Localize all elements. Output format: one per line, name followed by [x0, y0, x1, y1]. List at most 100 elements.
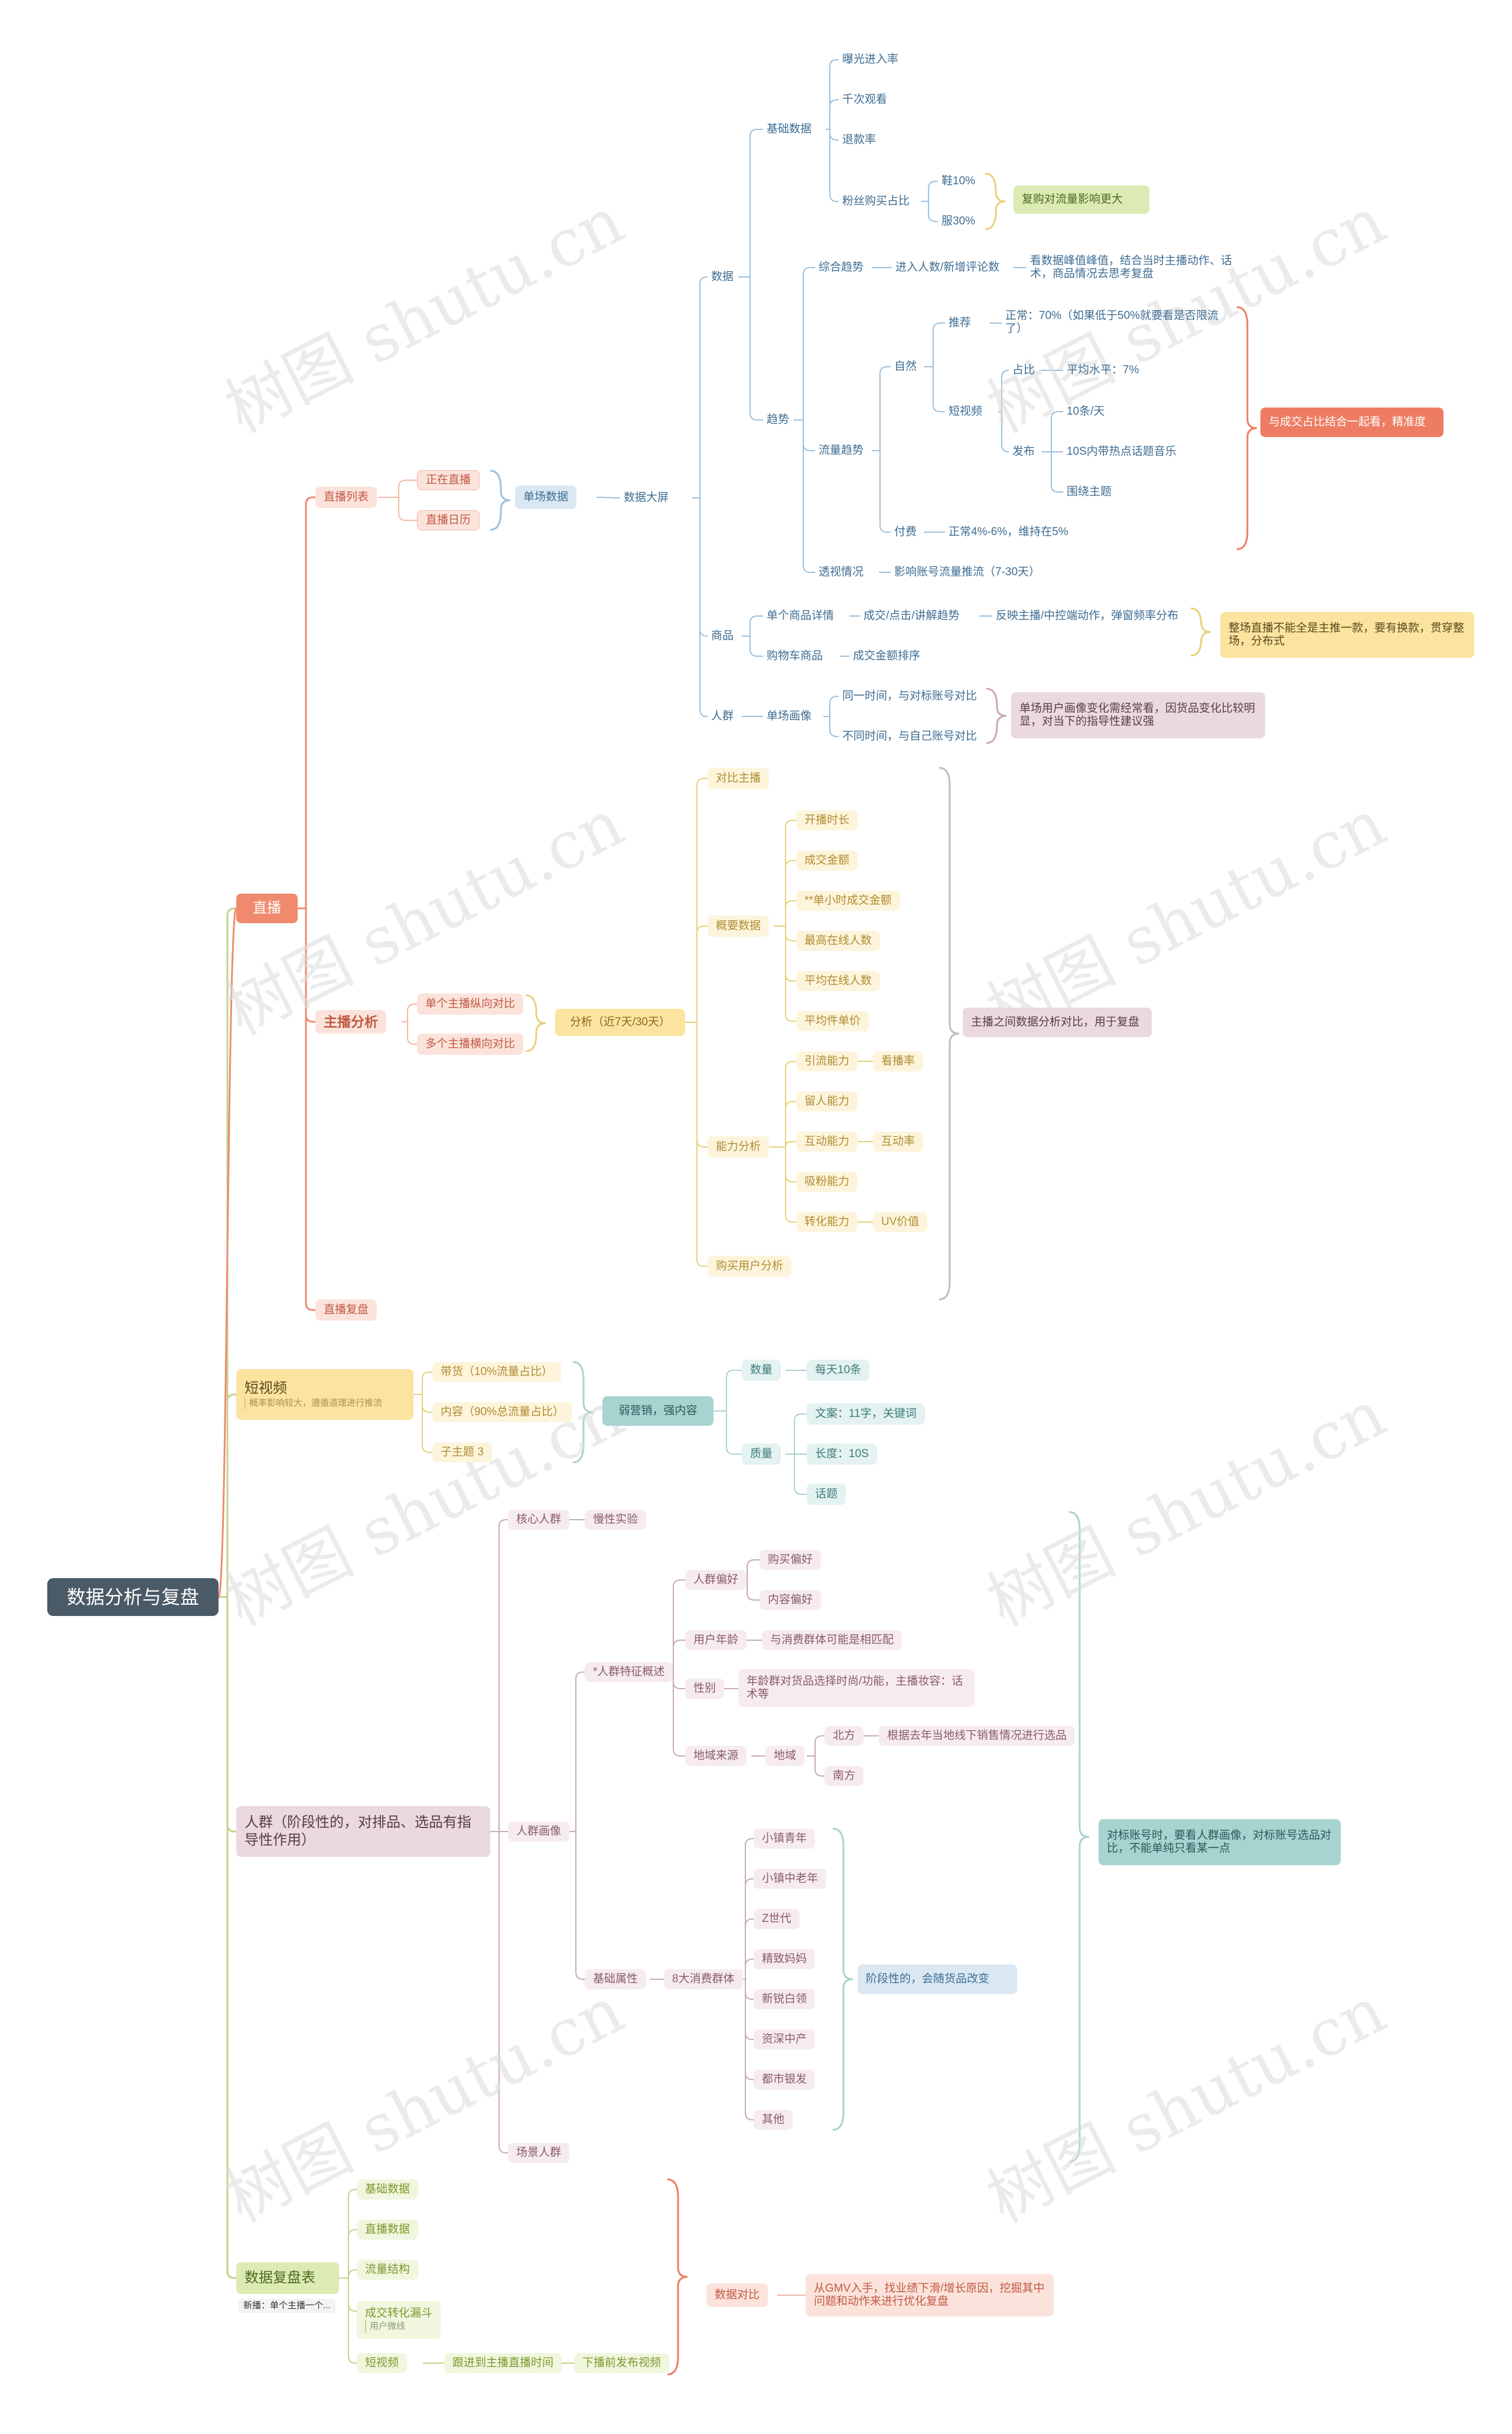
node-quality[interactable]: 质量 — [742, 1444, 781, 1465]
node-count[interactable]: 数量 — [742, 1360, 781, 1381]
node-review-item[interactable]: 基础数据 — [357, 2179, 419, 2200]
node-review-table[interactable]: 数据复盘表 — [236, 2262, 339, 2294]
node-group-item[interactable]: 小镇中老年 — [754, 1869, 827, 1889]
node-paid[interactable]: 付费 — [894, 526, 917, 538]
node-group-item[interactable]: 其他 — [754, 2110, 793, 2130]
node-review-video[interactable]: 短视频 — [357, 2353, 408, 2373]
node-ab-note[interactable]: 看播率 — [873, 1051, 924, 1071]
node-group-item[interactable]: 新锐白领 — [754, 1989, 816, 2009]
node-diff-time[interactable]: 不同时间，与自己账号对比 — [842, 730, 977, 742]
node-ab-item[interactable]: 引流能力 — [796, 1051, 858, 1071]
node-north-note[interactable]: 根据去年当地线下销售情况进行选品 — [879, 1726, 1076, 1746]
node-scene-crowd[interactable]: 场景人群 — [508, 2143, 570, 2163]
node-anchor-analysis[interactable]: 主播分析 — [315, 1010, 386, 1034]
node-review-item[interactable]: 直播数据 — [357, 2220, 419, 2240]
node-kview[interactable]: 千次观看 — [842, 93, 888, 106]
node-amount-rank[interactable]: 成交金额排序 — [853, 650, 921, 662]
node-region[interactable]: 地域 — [765, 1746, 805, 1766]
node-deal-trend[interactable]: 成交/点击/讲解趋势 — [863, 610, 960, 622]
node-gender[interactable]: 性别 — [685, 1679, 725, 1699]
node-pre-publish[interactable]: 下播前发布视频 — [574, 2353, 670, 2373]
node-data-compare[interactable]: 数据对比 — [706, 2283, 768, 2307]
node-core-crowd[interactable]: 核心人群 — [508, 1510, 570, 1530]
node-same-time[interactable]: 同一时间，与对标账号对比 — [842, 690, 977, 702]
node-ability[interactable]: 能力分析 — [708, 1136, 770, 1158]
node-flow-trend[interactable]: 流量趋势 — [819, 444, 864, 457]
node-topic[interactable]: 话题 — [807, 1484, 846, 1505]
node-age-note[interactable]: 与消费群体可能是相匹配 — [762, 1630, 902, 1650]
node-crowd-pref[interactable]: 人群偏好 — [685, 1570, 747, 1590]
node-follow-time[interactable]: 跟进到主播直播时间 — [444, 2353, 562, 2373]
node-ov-item[interactable]: 平均件单价 — [796, 1011, 869, 1031]
node-live-crowd[interactable]: 人群 — [711, 710, 734, 722]
node-group-item[interactable]: Z世代 — [754, 1909, 800, 1929]
node-enter-note[interactable]: 看数据峰值峰值，结合当时主播动作、话术，商品情况去思考复盘 — [1030, 255, 1233, 280]
node-buy-pref[interactable]: 购买偏好 — [760, 1550, 822, 1570]
node-weak-marketing[interactable]: 弱营销，强内容 — [602, 1396, 713, 1426]
node-data-screen[interactable]: 数据大屏 — [624, 491, 669, 504]
node-per-day[interactable]: 10条/天 — [1067, 405, 1105, 418]
node-north[interactable]: 北方 — [825, 1726, 864, 1746]
node-goods-video[interactable]: 带货（10%流量占比） — [432, 1362, 562, 1382]
node-crowd-note[interactable]: 单场用户画像变化需经常看，因货品变化比较明显，对当下的指导性建议强 — [1011, 692, 1265, 738]
node-ab-item[interactable]: 留人能力 — [796, 1091, 858, 1112]
node-live-now[interactable]: 正在直播 — [417, 470, 480, 490]
node-reflect[interactable]: 反映主播/中控端动作，弹窗频率分布 — [996, 610, 1179, 622]
node-crowd-feature[interactable]: *人群特征概述 — [585, 1662, 673, 1682]
node-text[interactable]: 文案：11字，关键词 — [807, 1403, 925, 1425]
node-ov-item[interactable]: 成交金额 — [796, 851, 858, 871]
node-data[interactable]: 数据 — [711, 271, 734, 283]
node-buyer-analysis[interactable]: 购买用户分析 — [708, 1256, 792, 1277]
node-fans-ratio[interactable]: 粉丝购买占比 — [842, 195, 910, 207]
node-group-item[interactable]: 精致妈妈 — [754, 1949, 816, 1969]
node-anchor-note[interactable]: 主播之间数据分析对比，用于复盘 — [963, 1008, 1152, 1037]
node-ov-item[interactable]: 最高在线人数 — [796, 931, 881, 951]
node-user-age[interactable]: 用户年龄 — [685, 1630, 747, 1650]
node-south[interactable]: 南方 — [825, 1766, 864, 1786]
node-group-item[interactable]: 都市银发 — [754, 2070, 816, 2090]
node-ov-item[interactable]: 开播时长 — [796, 810, 858, 830]
node-ab-note[interactable]: UV价值 — [873, 1212, 928, 1232]
node-basic-attr[interactable]: 基础属性 — [585, 1969, 647, 1989]
node-overview-data[interactable]: 概要数据 — [708, 915, 770, 937]
node-slow-test[interactable]: 慢性实验 — [585, 1510, 647, 1530]
node-natural[interactable]: 自然 — [894, 360, 917, 373]
node-anchor-vertical[interactable]: 单个主播纵向对比 — [417, 993, 524, 1015]
node-gender-note[interactable]: 年龄群对货品选择时尚/功能，主播妆容：话术等 — [738, 1669, 975, 1707]
node-goods-note[interactable]: 整场直播不能全是主推一款，要有换款，贯穿整场，分布式 — [1220, 612, 1474, 658]
node-enter-count[interactable]: 进入人数/新增评论数 — [895, 261, 1000, 273]
node-penetrate[interactable]: 透视情况 — [819, 566, 864, 578]
node-live[interactable]: 直播 — [236, 894, 298, 923]
node-funnel[interactable]: 成交转化漏斗 用户微线 — [357, 2301, 441, 2339]
node-single-data[interactable]: 单场数据 — [515, 486, 577, 509]
node-group-note[interactable]: 阶段性的，会随货品改变 — [858, 1964, 1017, 1994]
node-shoes[interactable]: 鞋10% — [941, 175, 976, 187]
node-ratio[interactable]: 占比 — [1012, 364, 1035, 376]
node-compare-note[interactable]: 从GMV入手，找业绩下滑/增长原因，挖掘其中问题和动作来进行优化复盘 — [806, 2274, 1054, 2316]
node-ab-item[interactable]: 互动能力 — [796, 1132, 858, 1152]
node-8-groups[interactable]: 8大消费群体 — [664, 1969, 743, 1989]
node-region-source[interactable]: 地域来源 — [685, 1746, 747, 1766]
node-recommend[interactable]: 推荐 — [949, 317, 972, 329]
node-exposure[interactable]: 曝光进入率 — [842, 53, 899, 66]
node-ov-item[interactable]: **单小时成交金额 — [796, 891, 900, 911]
node-bounce[interactable]: 退款率 — [842, 133, 876, 146]
node-crowd-portrait[interactable]: 人群画像 — [508, 1822, 570, 1842]
node-fans-note[interactable]: 复购对流量影响更大 — [1014, 185, 1149, 214]
node-compare-anchor[interactable]: 对比主播 — [708, 768, 770, 789]
node-clothes[interactable]: 服30% — [941, 215, 976, 227]
node-publish[interactable]: 发布 — [1012, 445, 1035, 458]
node-review-item[interactable]: 流量结构 — [357, 2260, 419, 2280]
node-penetrate-note[interactable]: 影响账号流量推流（7-30天） — [894, 566, 1041, 578]
node-anchor-period[interactable]: 分析（近7天/30天） — [555, 1009, 685, 1036]
node-normal-70[interactable]: 正常：70%（如果低于50%就要看是否限流了） — [1005, 309, 1219, 335]
node-flow-note[interactable]: 与成交占比结合一起看，精准度 — [1260, 408, 1443, 437]
node-content-video[interactable]: 内容（90%总流量占比） — [432, 1402, 573, 1422]
node-goods-detail[interactable]: 单个商品详情 — [767, 610, 835, 622]
node-group-item[interactable]: 小镇青年 — [754, 1829, 816, 1849]
node-ab-note[interactable]: 互动率 — [873, 1132, 924, 1152]
node-basic-data[interactable]: 基础数据 — [767, 123, 812, 135]
node-paid-norm[interactable]: 正常4%-6%，维持在5% — [949, 526, 1068, 538]
node-cart-goods[interactable]: 购物车商品 — [767, 650, 823, 662]
node-avg-level[interactable]: 平均水平：7% — [1067, 364, 1139, 376]
